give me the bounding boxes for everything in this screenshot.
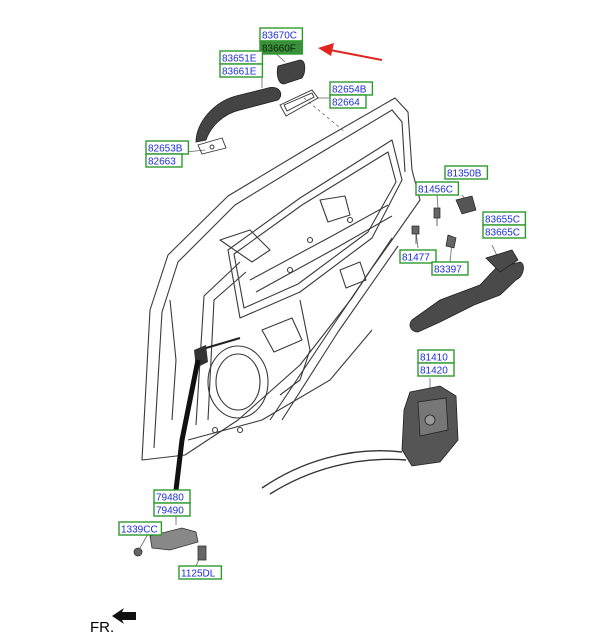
part-label-text: 81477 bbox=[402, 253, 430, 264]
part-label-box bbox=[118, 521, 163, 536]
part-label-text: 81350B bbox=[447, 169, 482, 180]
part-label-text: 81420 bbox=[420, 366, 448, 377]
handle-gasket-rear bbox=[197, 137, 227, 155]
part-label-box bbox=[145, 153, 183, 168]
part-label-81420: 81420 bbox=[417, 362, 455, 377]
part-label-box bbox=[329, 94, 367, 109]
front-arrow-icon bbox=[112, 608, 136, 624]
part-label-box bbox=[399, 249, 437, 264]
part-label-82664: 82664 bbox=[329, 94, 367, 109]
part-label-text: 82664 bbox=[332, 98, 360, 109]
handle-cover bbox=[276, 59, 306, 85]
part-label-79490: 79490 bbox=[153, 502, 191, 517]
part-label-81410: 81410 bbox=[417, 349, 455, 364]
highlight-arrow bbox=[318, 43, 383, 61]
part-label-82663: 82663 bbox=[145, 153, 183, 168]
part-label-box bbox=[219, 63, 264, 78]
part-label-text: 83655C bbox=[485, 215, 520, 226]
door-latch bbox=[401, 385, 459, 467]
outside-handle bbox=[195, 87, 282, 143]
handle-gasket-front bbox=[279, 89, 319, 117]
part-label-text: 83661E bbox=[222, 67, 257, 78]
part-label-text: 83670C bbox=[262, 31, 297, 42]
part-label-83651e: 83651E bbox=[219, 50, 264, 65]
part-label-text: 83660F bbox=[262, 44, 296, 55]
part-label-83670c: 83670C bbox=[259, 27, 304, 42]
part-label-text: 83651E bbox=[222, 54, 257, 65]
part-label-82653b: 82653B bbox=[145, 140, 190, 155]
part-label-text: 83665C bbox=[485, 228, 520, 239]
part-label-text: 81410 bbox=[420, 353, 448, 364]
part-label-83397: 83397 bbox=[431, 261, 469, 276]
part-label-81456c: 81456C bbox=[415, 181, 460, 196]
part-label-box bbox=[153, 502, 191, 517]
part-label-text: 1125DL bbox=[181, 569, 216, 580]
inside-handle-bracket bbox=[409, 249, 524, 333]
front-indicator: FR. bbox=[90, 608, 136, 636]
part-label-83661e: 83661E bbox=[219, 63, 264, 78]
door-panel bbox=[141, 97, 421, 461]
part-label-box bbox=[431, 261, 469, 276]
part-label-text: 82653B bbox=[148, 144, 183, 155]
small-fasteners bbox=[411, 207, 457, 249]
part-label-81350b: 81350B bbox=[444, 165, 489, 180]
part-label-82654b: 82654B bbox=[329, 81, 374, 96]
release-cables bbox=[261, 450, 407, 495]
part-label-box bbox=[178, 565, 223, 580]
part-label-83660f: 83660F bbox=[259, 40, 304, 55]
part-label-text: 79480 bbox=[156, 493, 184, 504]
part-label-text: 82654B bbox=[332, 85, 367, 96]
part-label-81477: 81477 bbox=[399, 249, 437, 264]
part-label-text: 79490 bbox=[156, 506, 184, 517]
part-label-83655c: 83655C bbox=[482, 211, 527, 226]
part-label-83665c: 83665C bbox=[482, 224, 527, 239]
part-label-1339cc: 1339CC bbox=[118, 521, 163, 536]
part-label-text: 83397 bbox=[434, 265, 462, 276]
part-label-text: 1339CC bbox=[121, 525, 158, 536]
part-label-text: 82663 bbox=[148, 157, 176, 168]
part-label-1125dl: 1125DL bbox=[178, 565, 223, 580]
part-label-box bbox=[417, 362, 455, 377]
door-checker bbox=[173, 337, 241, 491]
front-indicator-text: FR. bbox=[90, 619, 114, 636]
part-label-box bbox=[415, 181, 460, 196]
part-number-labels: 83670C 83660F 83651E 83661E 82654B 82664 82653… bbox=[118, 27, 527, 580]
part-label-box bbox=[444, 165, 489, 180]
bracket-cover bbox=[455, 195, 477, 215]
part-label-box bbox=[482, 224, 527, 239]
part-label-box bbox=[259, 40, 304, 55]
part-label-79480: 79480 bbox=[153, 489, 191, 504]
part-label-text: 81456C bbox=[418, 185, 453, 196]
